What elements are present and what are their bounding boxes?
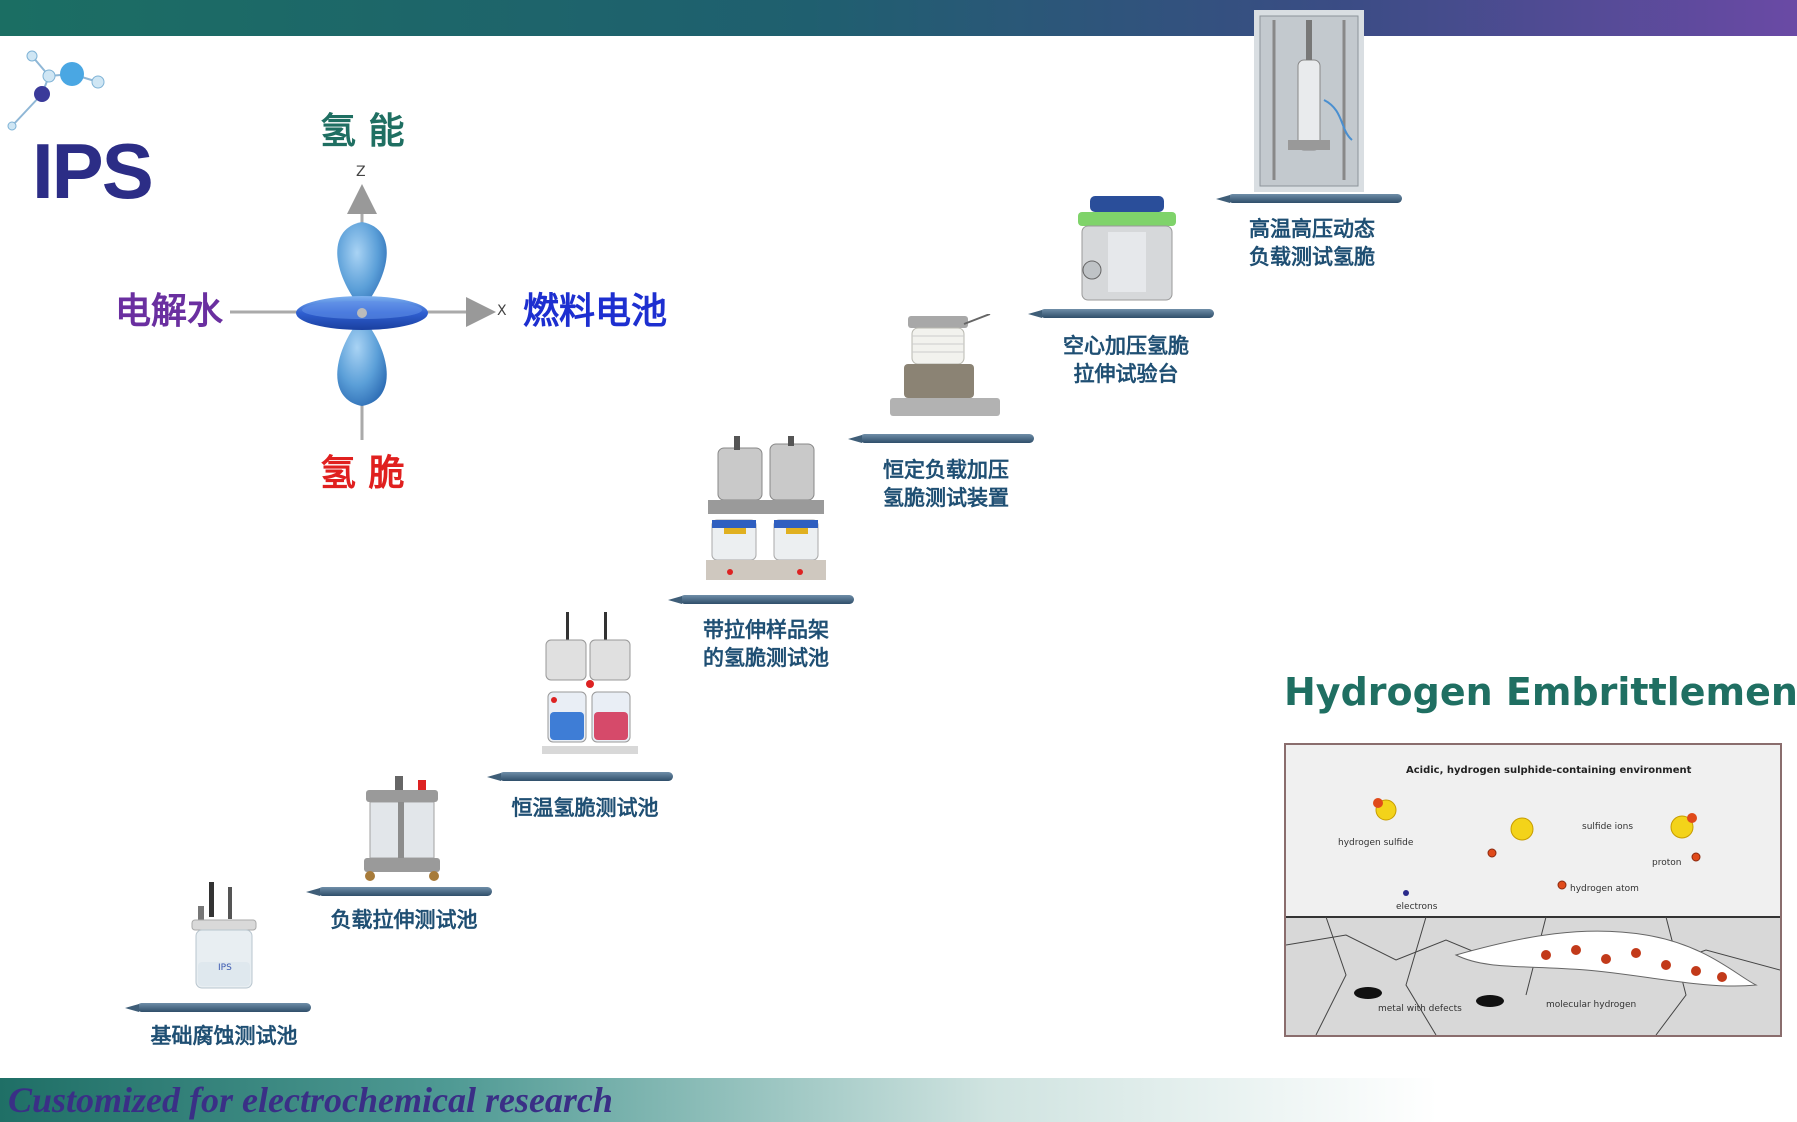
step-bar-4: [668, 595, 854, 604]
svg-text:IPS: IPS: [218, 963, 232, 973]
footer-tagline: Customized for electrochemical research: [8, 1080, 613, 1120]
step-label-6: 空心加压氢脆 拉伸试验台: [1063, 334, 1189, 386]
step-label-5: 恒定负载加压 氢脆测试装置: [883, 458, 1009, 510]
ips-logo: IPS: [4, 46, 174, 210]
step-bar-3: [487, 772, 673, 781]
hydrogen-atom-label: hydrogen atom: [1570, 884, 1639, 894]
bottom-banner: Customized for electrochemical research: [0, 1078, 1797, 1122]
x-axis-label: X: [497, 303, 507, 319]
step-bar-7: [1216, 194, 1402, 203]
label-hydrogen-embrittlement: 氢 脆: [320, 453, 405, 494]
hollow-pressure-test-bench-image: [1072, 196, 1182, 312]
electrons-label: electrons: [1396, 902, 1438, 912]
step-bar-5: [848, 434, 1034, 443]
step-label-4: 带拉伸样品架 的氢脆测试池: [703, 618, 829, 670]
step-label-2: 负载拉伸测试池: [330, 908, 478, 932]
molecular-hydrogen-label: molecular hydrogen: [1546, 1000, 1636, 1010]
hydrogen-sulfide-label: hydrogen sulfide: [1338, 838, 1414, 848]
step-bar-6: [1028, 309, 1214, 318]
molecule-icon: [7, 50, 105, 131]
label-fuel-cell: 燃料电池: [523, 291, 668, 332]
sulfide-ions-label: sulfide ions: [1582, 822, 1633, 832]
metal-defects-label: metal with defects: [1378, 1004, 1462, 1014]
step-label-7: 高温高压动态 负载测试氢脆: [1249, 217, 1375, 269]
env-label: Acidic, hydrogen sulphide-containing env…: [1406, 765, 1692, 776]
hydrogen-embrittlement-diagram: Acidic, hydrogen sulphide-containing env…: [1284, 743, 1782, 1037]
step-bar-2: [306, 887, 492, 896]
basic-corrosion-cell-image: IPS: [184, 882, 264, 1001]
thermostatic-embrittlement-cell-image: [540, 612, 640, 766]
label-hydrogen-energy: 氢 能: [320, 111, 405, 152]
z-axis-label: Z: [356, 164, 366, 180]
step-bar-1: [125, 1003, 311, 1012]
orbital-diagram: [230, 184, 496, 440]
constant-load-pressure-device-image: [880, 313, 1010, 428]
logo-text: IPS: [32, 127, 154, 215]
step-label-1: 基础腐蚀测试池: [150, 1024, 298, 1048]
top-banner: [0, 0, 1797, 36]
high-temp-high-pressure-tester-image: [1254, 10, 1364, 196]
label-electrolysis: 电解水: [115, 291, 224, 332]
proton-label: proton: [1652, 858, 1681, 868]
load-tensile-cell-image: [360, 776, 445, 890]
tensile-sample-holder-cell-image: [704, 436, 829, 590]
hydrogen-embrittlement-title: Hydrogen Embrittlement: [1284, 670, 1797, 714]
step-label-3: 恒温氢脆测试池: [511, 796, 659, 820]
